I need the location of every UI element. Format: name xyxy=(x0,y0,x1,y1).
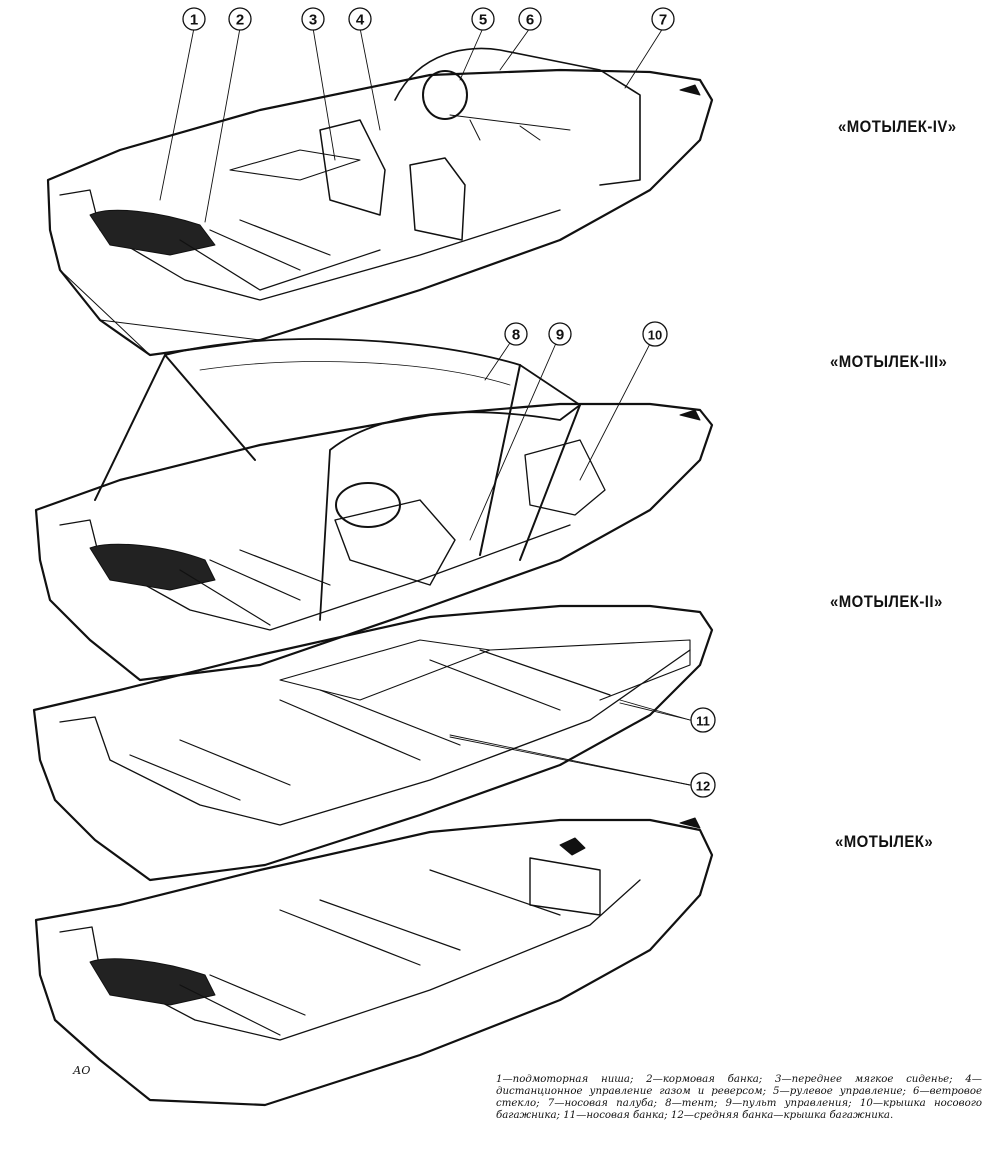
callout-1: 1 xyxy=(182,7,206,31)
svg-text:3: 3 xyxy=(309,12,317,29)
svg-text:10: 10 xyxy=(648,328,662,343)
callout-5: 5 xyxy=(471,7,495,31)
label-motylek-ii: «МОТЫЛЕК-II» xyxy=(830,592,943,611)
callout-4: 4 xyxy=(348,7,372,31)
label-motylek-iii: «МОТЫЛЕК-III» xyxy=(830,352,948,371)
boat-motylek-iv xyxy=(46,47,714,357)
boat-motylek-iii xyxy=(34,338,714,682)
svg-text:1: 1 xyxy=(190,12,198,29)
boat-motylek-ii xyxy=(32,604,714,882)
callout-9: 9 xyxy=(548,322,572,346)
callout-11: 11 xyxy=(690,707,716,733)
svg-text:2: 2 xyxy=(236,12,244,29)
svg-text:11: 11 xyxy=(696,714,710,729)
svg-text:4: 4 xyxy=(356,12,365,29)
svg-text:8: 8 xyxy=(512,327,520,344)
svg-text:6: 6 xyxy=(526,12,534,29)
legend-text: 1—подмоторная ниша; 2—кормовая банка; 3—… xyxy=(496,1074,982,1121)
callout-7: 7 xyxy=(651,7,675,31)
callout-leaders xyxy=(159,27,691,786)
callout-2: 2 xyxy=(228,7,252,31)
callout-6: 6 xyxy=(518,7,542,31)
callout-3: 3 xyxy=(301,7,325,31)
svg-text:5: 5 xyxy=(479,12,487,29)
svg-text:12: 12 xyxy=(696,779,710,794)
label-motylek-iv: «МОТЫЛЕК-IV» xyxy=(838,117,957,136)
callout-8: 8 xyxy=(504,322,528,346)
callout-10: 10 xyxy=(642,321,668,347)
svg-text:9: 9 xyxy=(556,327,564,344)
callout-12: 12 xyxy=(690,772,716,798)
artist-signature: АО xyxy=(73,1064,91,1077)
svg-text:7: 7 xyxy=(659,12,667,29)
callouts: 1 2 3 4 5 6 7 8 9 10 11 12 xyxy=(182,7,716,798)
label-motylek: «МОТЫЛЕК» xyxy=(835,832,934,851)
boat-motylek xyxy=(34,817,714,1107)
